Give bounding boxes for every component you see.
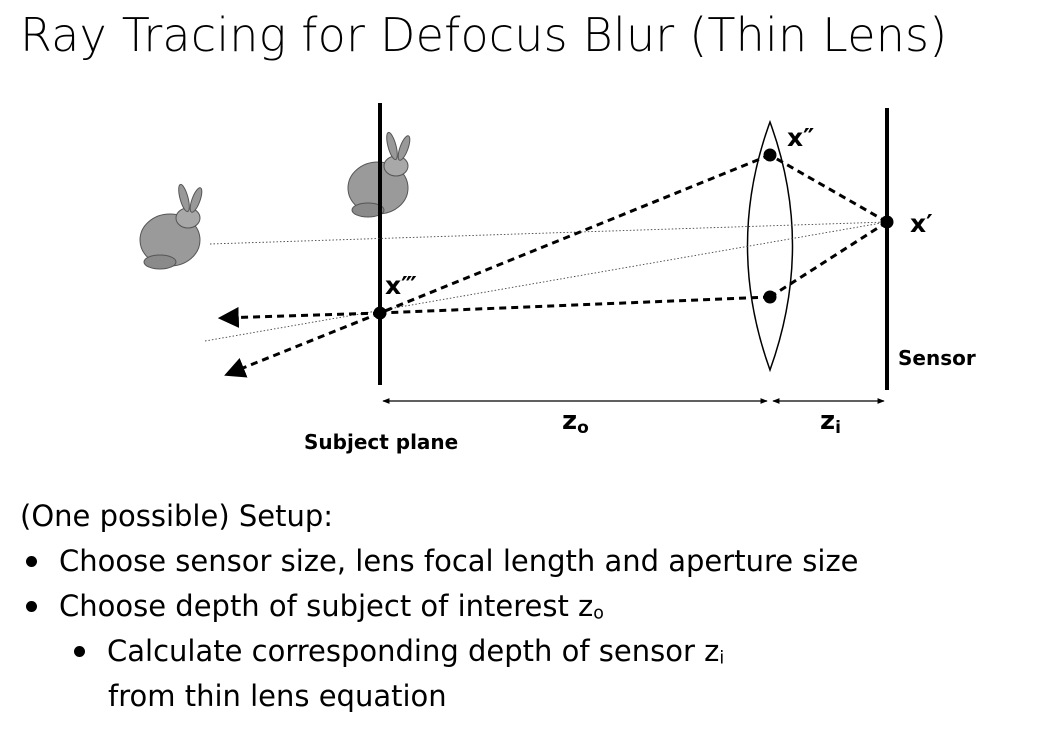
ray-sensor-to-lens-bottom bbox=[769, 220, 888, 299]
thin-lens-diagram: x″ x′ x‴ Sensor Subject plane zo zi bbox=[139, 103, 976, 454]
thin-lens bbox=[746, 119, 794, 373]
ray-lens-top-to-subject bbox=[379, 153, 771, 315]
point-x-double-prime bbox=[763, 148, 777, 162]
point-x-lens-bottom bbox=[763, 290, 777, 304]
label-x-triple-prime: x‴ bbox=[385, 271, 417, 300]
ray-extension-lower bbox=[224, 311, 381, 378]
label-sensor: Sensor bbox=[898, 346, 976, 370]
ray-lens-bottom-to-subject bbox=[379, 295, 771, 315]
slide-title: Ray Tracing for Defocus Blur (Thin Lens) bbox=[20, 8, 948, 62]
label-subject-plane: Subject plane bbox=[304, 430, 458, 454]
setup-heading: (One possible) Setup: bbox=[20, 499, 334, 533]
bullet-icon bbox=[74, 645, 85, 657]
label-z-i: zi bbox=[820, 406, 841, 438]
setup-bullet-2: Choose depth of subject of interest zo bbox=[20, 584, 859, 629]
chief-ray-near bbox=[204, 221, 888, 342]
bunny-icon-far bbox=[139, 183, 203, 270]
label-x-double-prime: x″ bbox=[787, 123, 814, 152]
label-x-prime: x′ bbox=[910, 209, 933, 238]
bullet-icon bbox=[26, 600, 37, 612]
setup-sub-bullet: Calculate corresponding depth of sensor … bbox=[20, 629, 859, 674]
point-x-prime bbox=[880, 215, 894, 229]
chief-ray-far bbox=[209, 221, 888, 245]
ray-extension-upper bbox=[217, 306, 381, 328]
ray-sensor-to-lens-top bbox=[769, 153, 888, 224]
point-x-triple-prime bbox=[373, 306, 387, 320]
bullet-icon bbox=[26, 555, 37, 567]
setup-text: (One possible) Setup: Choose sensor size… bbox=[20, 494, 859, 719]
setup-bullet-1: Choose sensor size, lens focal length an… bbox=[20, 539, 859, 584]
setup-sub-bullet-continuation: from thin lens equation bbox=[108, 679, 447, 713]
label-z-o: zo bbox=[562, 406, 589, 438]
